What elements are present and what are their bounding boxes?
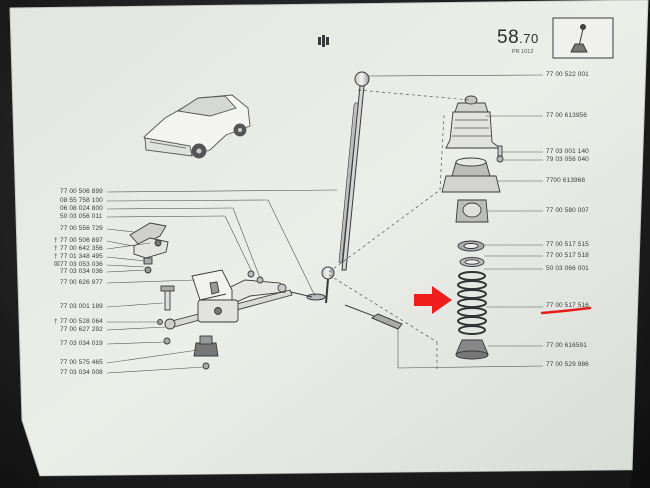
part-label-left: 77 00 506 899 [60,188,103,195]
part-label-left: 50 03 056 011 [60,213,103,220]
part-label-right: 77 00 616591 [546,342,587,349]
part-label-left: 06 08 024 800 [60,205,103,212]
part-label-left: 77 00 556 729 [60,225,103,232]
part-label-left: 77 03 001 189 [60,303,103,310]
part-label-left: 77 03 034 036 [60,268,103,275]
page-number: 58.70 [497,28,539,47]
linkage-assembly [157,269,313,370]
leader-lines-left [106,189,338,374]
part-label-left: 77 00 575 465 [60,359,103,366]
mount-parts [129,222,169,274]
part-label-left: 77 00 642 356 [60,245,103,252]
part-label-right: 77 00 522 001 [546,71,589,78]
drawing-symbol-icon [318,35,329,47]
cable [344,304,403,330]
highlight-arrow [414,286,452,314]
spring [457,271,487,335]
page-number-decimal: .70 [519,31,539,46]
car-illustration [143,94,251,159]
marker-dagger: † [54,237,58,244]
part-label-right: 50 03 066 001 [546,265,589,272]
part-label-left: 77 03 034 008 [60,369,103,376]
part-label-right: 77 00 580 007 [546,207,589,214]
part-label-right: 77 00 517 515 [546,241,589,248]
part-label-left: 77 00 627 292 [60,326,103,333]
part-label-right: 77 00 529 986 [546,361,589,368]
marker-box: ☒ [54,261,60,268]
page-sub-code: PR 1012 [512,49,534,55]
part-label-left: 77 01 348 495 [60,253,103,260]
part-label-right: 79 03 056 040 [546,156,589,163]
part-label-left: 77 03 053 036 [60,261,103,268]
part-label-highlighted: 77 00 517 516 [546,302,589,309]
gear-lever-corner-icon [552,17,614,59]
marker-dagger: † [54,318,58,325]
marker-dagger: † [54,245,58,252]
part-label-right: 77 00 613956 [546,112,587,119]
highlight-underline [540,306,592,315]
part-label-right: 77 00 517 518 [546,252,589,259]
leader-lines-right [366,74,544,369]
stacked-parts [441,95,504,360]
paper-shadow [38,470,632,488]
part-label-right: 7700 613968 [546,177,586,184]
part-label-left: 08 55 758 100 [60,197,103,204]
page-number-main: 58 [497,27,520,48]
part-label-left: 77 00 626 977 [60,279,103,286]
marker-dagger: † [54,253,58,260]
part-label-left: 77 00 528 064 [60,318,103,325]
gear-shift-lever [306,71,370,304]
dashed-lines [328,89,471,370]
part-label-left: 77 03 034 019 [60,340,103,347]
part-label-left: 77 00 506 897 [60,237,103,244]
part-label-right: 77 03 001 140 [546,148,589,155]
